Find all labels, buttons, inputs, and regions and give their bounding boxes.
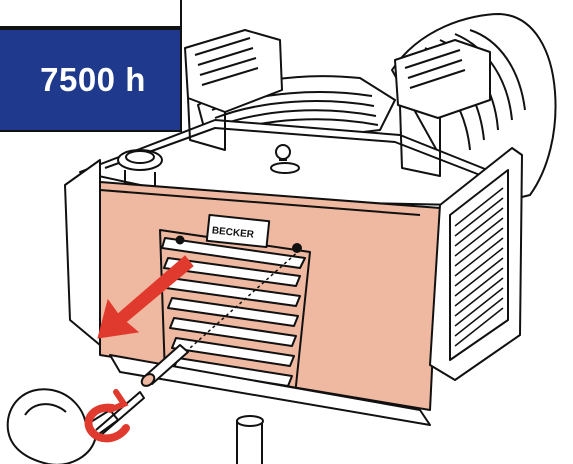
vent-grille xyxy=(161,237,306,387)
key-icon xyxy=(6,388,145,464)
badge-top-box xyxy=(0,0,182,28)
maintenance-interval-badge xyxy=(0,28,182,132)
brand-logo: BECKER xyxy=(211,225,255,240)
interval-label: 7500 h xyxy=(40,61,146,98)
fan-cover xyxy=(429,147,523,381)
rotate-arrow-icon xyxy=(84,389,130,443)
removal-arrow-icon xyxy=(97,255,194,339)
right-head xyxy=(394,39,491,177)
left-head xyxy=(184,29,283,151)
screw xyxy=(140,249,301,387)
